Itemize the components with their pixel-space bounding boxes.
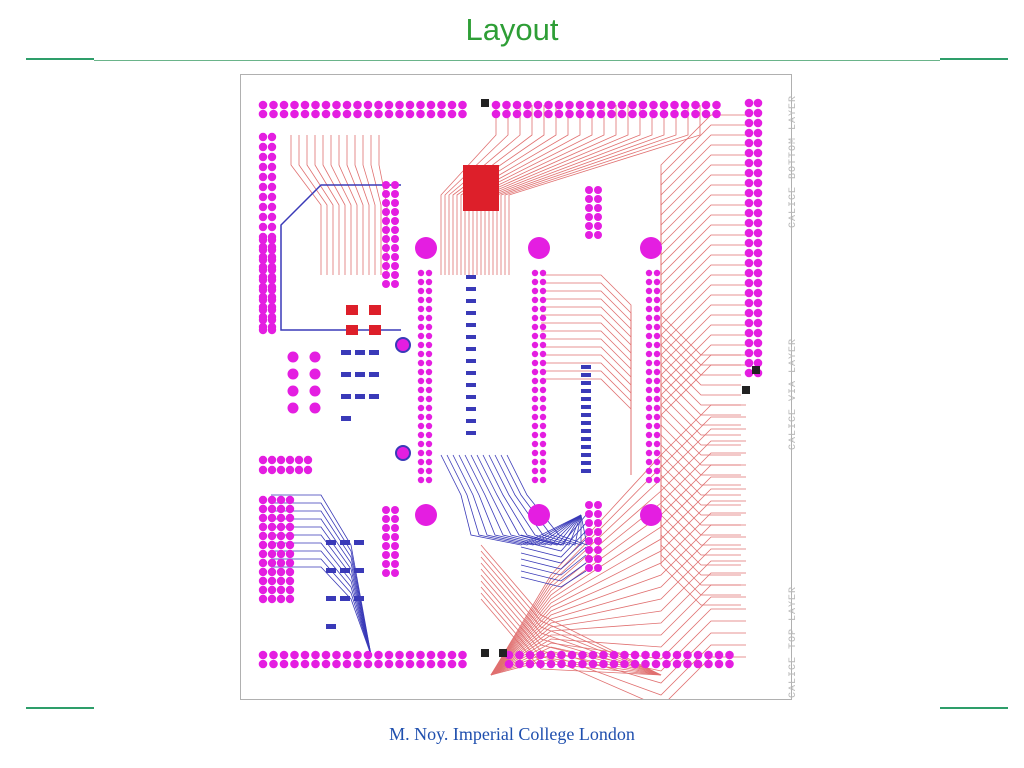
pcb-drawing bbox=[258, 98, 763, 699]
footer-rule-left bbox=[26, 707, 94, 709]
title-rule-left bbox=[26, 58, 94, 60]
via-layer-label: CALICE VIA LAYER bbox=[788, 338, 799, 451]
footer-text: M. Noy. Imperial College London bbox=[389, 724, 635, 744]
pcb-layout-image bbox=[240, 74, 792, 700]
slide-title: Layout bbox=[465, 12, 559, 47]
title-rule-main bbox=[94, 60, 940, 61]
bottom-layer-label: CALICE BOTTOM LAYER bbox=[788, 94, 799, 228]
footer-rule-right bbox=[940, 707, 1008, 709]
title-rule-right bbox=[940, 58, 1008, 60]
top-layer-label: CALICE TOP LAYER bbox=[788, 585, 799, 698]
